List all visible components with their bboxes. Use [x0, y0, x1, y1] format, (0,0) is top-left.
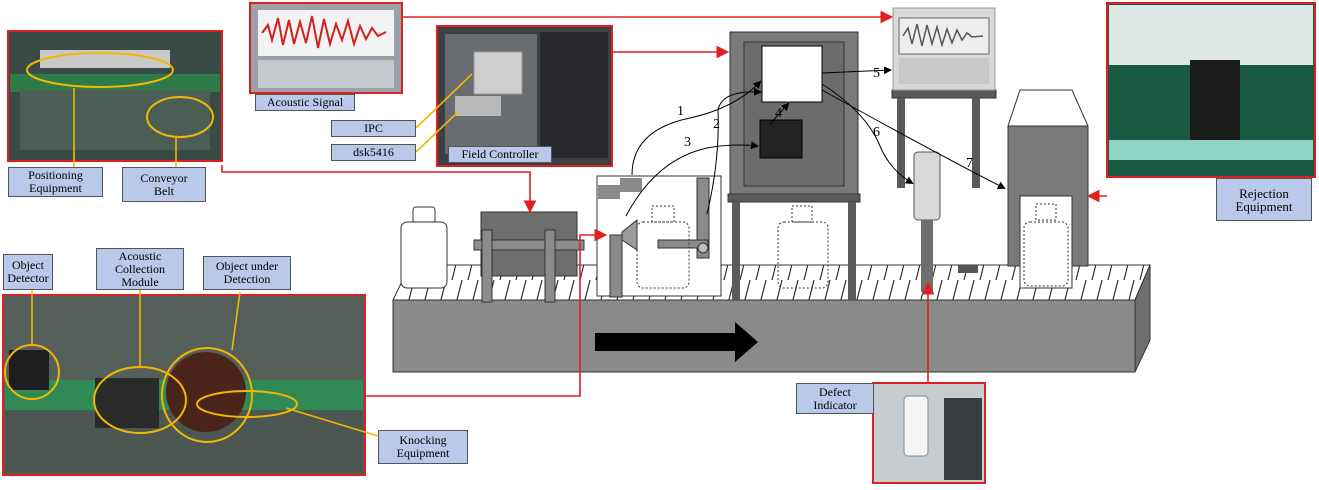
- dsk5416-label: dsk5416: [331, 144, 416, 161]
- knocking-station-photo: [2, 294, 366, 476]
- number-6: 6: [873, 125, 880, 140]
- display-photo: [892, 7, 996, 91]
- defect-indicator-label: Defect Indicator: [796, 383, 874, 414]
- acoustic-signal-label: Acoustic Signal: [255, 94, 355, 111]
- number-2: 2: [713, 117, 720, 132]
- bottle-plain: [400, 206, 448, 289]
- number-3: 3: [684, 135, 691, 150]
- callout-leaders: [31, 73, 473, 437]
- display-stand: [891, 89, 997, 188]
- positioning-equipment-label: Positioning Equipment: [8, 167, 103, 197]
- acoustic-signal-photo: [249, 2, 403, 94]
- connection-arrows: [221, 10, 1107, 397]
- defect-indicator-schematic: [913, 151, 978, 292]
- conveyor-belt-label: Conveyor Belt: [122, 167, 206, 202]
- knocking-equipment-label: Knocking Equipment: [378, 430, 468, 464]
- field-controller-label: Field Controller: [448, 146, 552, 163]
- direction-arrow-icon: [595, 322, 758, 362]
- knock-station-schematic: [596, 175, 722, 298]
- number-5: 5: [873, 66, 880, 81]
- conveyor-belt-schematic: [392, 264, 1151, 373]
- numbered-lines: [625, 66, 1006, 217]
- acoustic-collection-module-label: Acoustic Collection Module: [96, 248, 184, 290]
- rejection-equipment-label: Rejection Equipment: [1216, 178, 1312, 221]
- rejection-photo: [1106, 2, 1316, 178]
- rejection-equipment-schematic: [1007, 89, 1089, 289]
- object-detector-label: Object Detector: [3, 254, 53, 290]
- defect-indicator-photo: [872, 382, 986, 484]
- number-7: 7: [966, 156, 973, 171]
- field-controller-cabinet: [727, 31, 861, 300]
- ipc-label: IPC: [331, 120, 416, 137]
- number-1: 1: [677, 104, 684, 119]
- positioning-photo: [7, 30, 223, 162]
- number-4: 4: [775, 106, 782, 121]
- field-controller-photo: [436, 25, 613, 167]
- object-under-detection-label: Object under Detection: [203, 256, 291, 290]
